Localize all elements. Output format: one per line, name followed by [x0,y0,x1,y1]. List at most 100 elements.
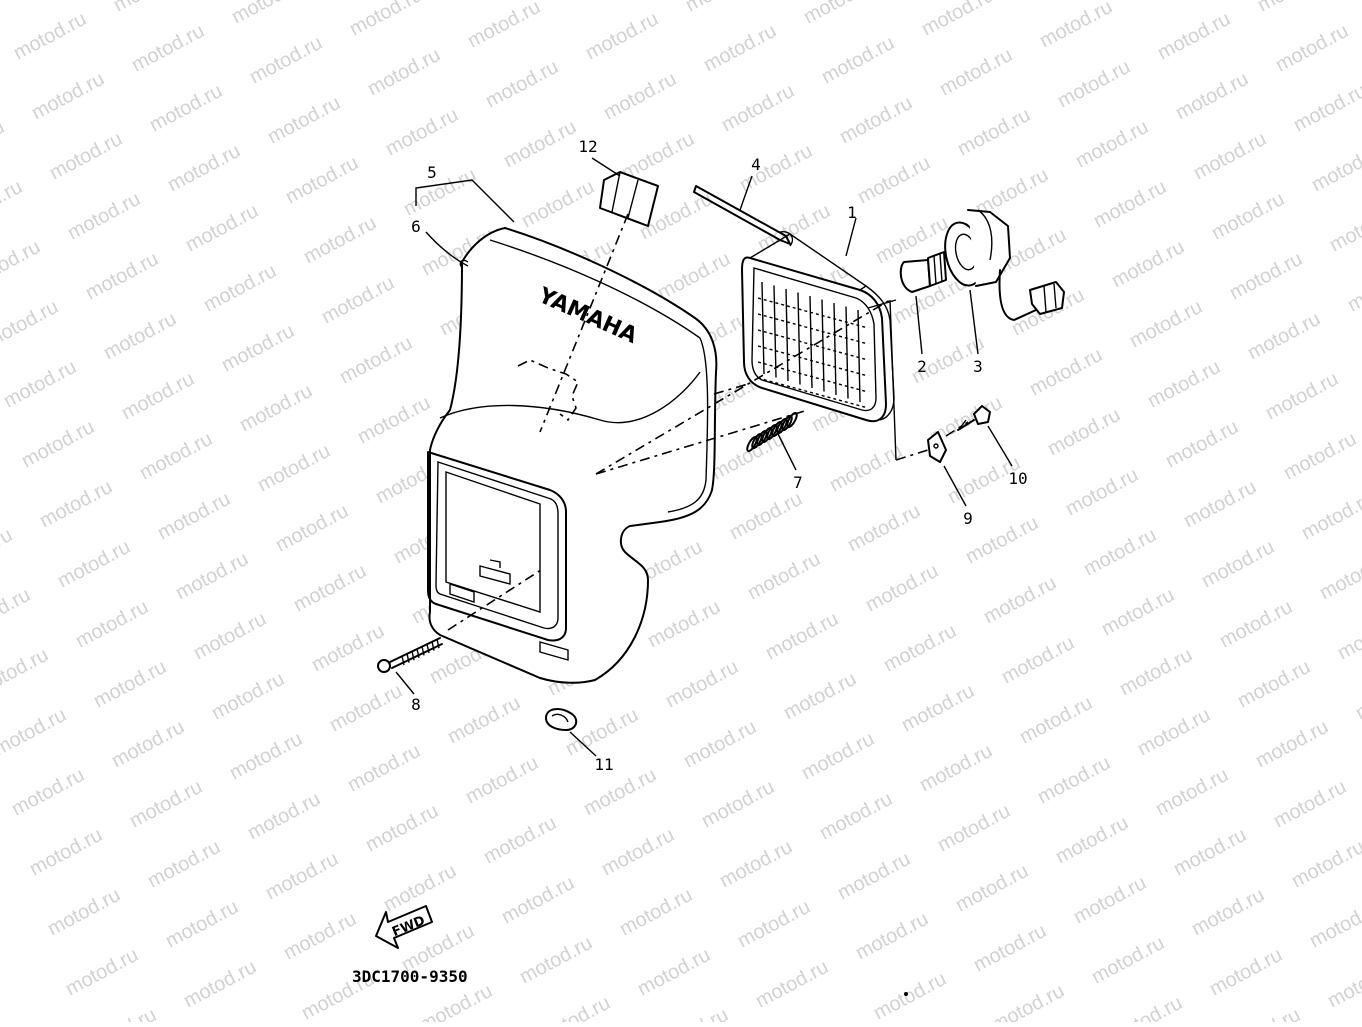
callout-8: 8 [411,695,421,714]
watermark-text: motod.ru [962,512,1042,568]
watermark-text: motod.ru [936,44,1016,100]
watermark-text: motod.ru [862,560,942,616]
thread-mark [416,648,420,658]
watermark-text: motod.ru [344,740,424,796]
watermark-text: motod.ru [1254,0,1334,16]
watermark-text: motod.ru [136,428,216,484]
watermark-text: motod.ru [780,668,860,724]
watermark-text: motod.ru [918,0,998,40]
watermark-text: motod.ru [180,956,260,1012]
watermark-text: motod.ru [1352,668,1362,724]
thread-mark [436,639,440,649]
watermark-text: motod.ru [444,692,524,748]
watermark-text: motod.ru [534,992,614,1022]
assembly-lines [447,213,969,631]
watermark-text: motod.ru [1108,236,1188,292]
screw-thread [401,639,440,666]
watermark-text: motod.ru [1088,932,1168,988]
watermark-text: motod.ru [64,188,144,244]
thread-mark [431,641,435,651]
watermark-text: motod.ru [1344,260,1362,316]
watermark-text: motod.ru [852,908,932,964]
callout-11: 11 [594,755,613,774]
watermark-text: motod.ru [1190,128,1270,184]
watermark-text: motod.ru [1136,0,1216,4]
callout-12: 12 [578,137,597,156]
watermark-text: motod.ru [600,68,680,124]
watermark-text: motod.ru [616,884,696,940]
watermark-text: motod.ru [582,8,662,64]
watermark-text: motod.ru [816,788,896,844]
watermark-text: motod.ru [518,176,598,232]
watermark-text: motod.ru [1234,656,1314,712]
watermark-text: motod.ru [44,884,124,940]
watermark-text: motod.ru [1226,248,1306,304]
watermark-text: motod.ru [246,32,326,88]
watermark-text: motod.ru [382,104,462,160]
watermark-text: motod.ru [46,128,126,184]
watermark-text: motod.ru [718,80,798,136]
lens-rib [797,292,801,385]
watermark-text: motod.ru [734,896,814,952]
watermark-text: motod.ru [1272,20,1352,76]
grommet [545,708,578,731]
watermark-text: motod.ru [1144,356,1224,412]
watermark-text: motod.ru [462,752,542,808]
watermark-text: motod.ru [1298,488,1362,544]
watermark-text: motod.ru [954,104,1034,160]
watermark-text: motod.ru [644,596,724,652]
watermark-text: motod.ru [0,296,62,352]
lens-grid [757,281,869,409]
watermark-text: motod.ru [634,944,714,1000]
watermark-text: motod.ru [26,824,106,880]
watermark-text: motod.ru [1306,896,1362,952]
watermark-text: motod.ru [18,416,98,472]
lens-rib [761,281,765,375]
watermark-text: motod.ru [752,956,832,1012]
watermark-text: motod.ru [336,332,416,388]
watermark-text: motod.ru [798,728,878,784]
watermark-text: motod.ru [598,824,678,880]
watermark-text: motod.ru [36,476,116,532]
watermark-text: motod.ru [110,0,190,16]
watermark-text: motod.ru [970,920,1050,976]
callout-7: 7 [793,473,803,492]
watermark-text: motod.ru [682,0,762,16]
watermark-text: motod.ru [290,560,370,616]
watermark-text: motod.ru [1080,524,1160,580]
watermark-text: motod.ru [346,0,426,40]
small-screw [957,405,991,431]
watermark-text: motod.ru [280,908,360,964]
watermark-text: motod.ru [1044,404,1124,460]
lens-rib [757,345,869,377]
watermark-text: motod.ru [1036,0,1116,52]
callout-9: 9 [963,509,973,528]
watermark-text: motod.ru [482,56,562,112]
nut-plate [927,431,947,463]
speck [904,992,908,996]
watermark-text: motod.ru [164,140,244,196]
watermark-text: motod.ru [1026,344,1106,400]
bulb [899,251,947,293]
watermark-text: motod.ru [826,440,906,496]
watermark-text: motod.ru [1208,188,1288,244]
watermark-text: motod.ru [1170,824,1250,880]
callout-1: 1 [847,203,857,222]
watermark-text: motod.ru [416,980,496,1022]
watermark-text: motod.ru [1016,692,1096,748]
watermark-text: motod.ru [762,608,842,664]
watermark-text: motod.ru [716,836,796,892]
watermark-text: motod.ru [118,368,198,424]
watermark-text: motod.ru [836,92,916,148]
watermark-text: motod.ru [218,320,298,376]
watermark-text: motod.ru [254,440,334,496]
watermark-text: motod.ru [208,668,288,724]
watermark-text: motod.ru [726,488,806,544]
watermark-text: motod.ru [362,800,442,856]
callout-6: 6 [411,217,421,236]
watermark-text: motod.ru [244,788,324,844]
watermark-text: motod.ru [698,776,778,832]
watermark-text: motod.ru [800,0,880,28]
watermark-text: motod.ru [1324,956,1362,1012]
